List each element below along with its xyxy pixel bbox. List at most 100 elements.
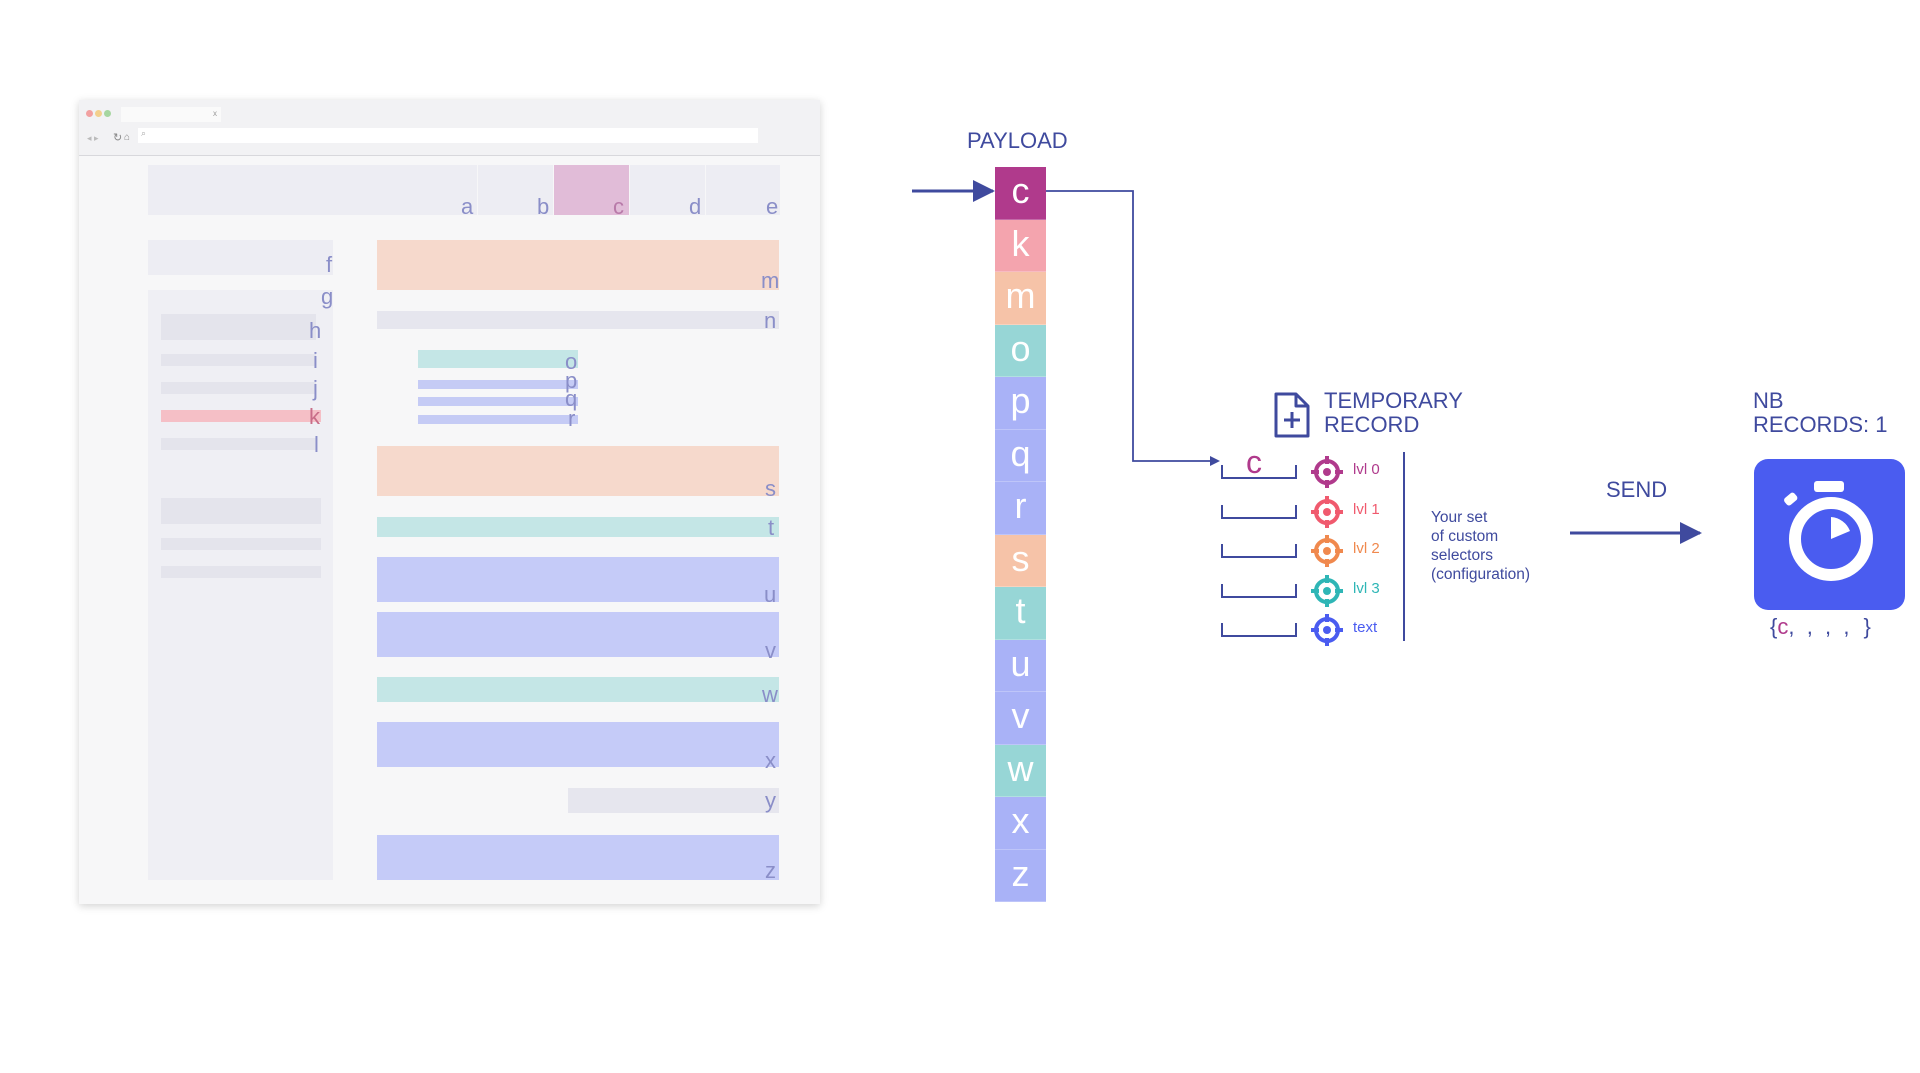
records-title: NB RECORDS: 1: [1753, 388, 1888, 438]
records-close-brace: }: [1863, 614, 1871, 639]
send-label: SEND: [1606, 477, 1668, 502]
sidebar-item-l: [161, 438, 316, 450]
letter-l: l: [314, 432, 319, 457]
sidebar-item-i: [161, 354, 316, 366]
config-note-line2: of custom: [1431, 528, 1499, 545]
sidebar-item-h: [161, 314, 316, 340]
record-slot-0: [1221, 465, 1297, 479]
record-slot-1: [1221, 504, 1297, 519]
payload-cell-o: o: [995, 324, 1046, 377]
new-file-icon: [1274, 392, 1310, 438]
minimize-window-dot[interactable]: [95, 110, 102, 117]
content-block-u: [377, 557, 779, 602]
crosshair-icon: [1311, 535, 1343, 567]
letter-g: g: [321, 284, 334, 309]
header-b-block: [478, 165, 553, 215]
letter-w: w: [762, 682, 778, 707]
home-icon[interactable]: ⌂: [124, 132, 131, 143]
letter-a: a: [461, 194, 474, 219]
header-d-block: [630, 165, 705, 215]
record-slot-4: [1221, 623, 1297, 637]
content-block-z: [377, 835, 779, 880]
maximize-window-dot[interactable]: [104, 110, 111, 117]
content-block-o: [418, 350, 578, 368]
stopwatch-icon: [1784, 481, 1873, 581]
header-bar: [148, 165, 477, 215]
content-block-y: [568, 788, 779, 813]
config-note: Your set of custom selectors (configurat…: [1431, 508, 1530, 584]
letter-i: i: [313, 348, 318, 373]
browser-tab[interactable]: x: [121, 107, 221, 122]
address-bar[interactable]: ⌕: [138, 128, 758, 143]
content-block-n: [377, 311, 779, 329]
payload-cell-q: q: [995, 429, 1046, 482]
letter-j: j: [313, 376, 318, 401]
crosshair-icon: [1311, 574, 1343, 607]
letter-p: p: [565, 368, 578, 393]
sidebar-item-k: [161, 410, 321, 422]
level-label-2: lvl 2: [1353, 540, 1380, 557]
payload-cell-v: v: [995, 692, 1046, 745]
sidebar-item-j: [161, 382, 316, 394]
sidebar-block-3: [161, 566, 321, 578]
slot-0-value: c: [1246, 444, 1262, 480]
letter-f: f: [326, 252, 333, 277]
records-open-brace: {: [1770, 614, 1778, 639]
reload-icon[interactable]: ↻: [113, 132, 123, 144]
browser-window: x ◂ ▸ ↻ ⌂ ⌕ a b c d e f g h i j k l m: [79, 100, 820, 904]
config-note-line3: selectors: [1431, 547, 1494, 564]
letter-v: v: [765, 638, 776, 663]
record-slot-2: [1221, 544, 1297, 558]
payload-cell-r: r: [995, 482, 1046, 535]
payload-cell-t: t: [995, 587, 1046, 640]
records-output: {c, , , ,}: [1770, 614, 1871, 640]
temporary-record-title: TEMPORARY RECORD: [1324, 388, 1463, 438]
letter-z: z: [765, 858, 776, 883]
letter-b: b: [537, 194, 550, 219]
temporary-record-title-line2: RECORD: [1324, 412, 1420, 438]
letter-k: k: [309, 404, 320, 429]
temporary-record-title-line1: TEMPORARY: [1324, 388, 1463, 413]
payload-cell-s: s: [995, 534, 1046, 587]
content-block-w: [377, 677, 779, 702]
browser-chrome: x ◂ ▸ ↻ ⌂ ⌕: [79, 100, 820, 156]
record-slot-3: [1221, 583, 1297, 598]
records-title-line2: RECORDS: 1: [1753, 412, 1888, 438]
content-block-r: [418, 415, 578, 424]
close-window-dot[interactable]: [86, 110, 93, 117]
letter-c: c: [613, 194, 624, 219]
payload-cell-w: w: [995, 744, 1046, 797]
content-block-q: [418, 397, 578, 406]
letter-y: y: [765, 788, 776, 813]
nav-arrows-icon[interactable]: ◂ ▸: [87, 133, 99, 143]
letter-n: n: [764, 308, 777, 333]
tab-close-icon[interactable]: x: [213, 109, 217, 118]
content-block-s: [377, 446, 779, 496]
level-label-1: lvl 1: [1353, 500, 1380, 518]
crosshair-icon: [1311, 614, 1343, 646]
payload-cell-c: c: [995, 167, 1046, 220]
content-block-v: [377, 612, 779, 657]
config-note-line4: (configuration): [1431, 566, 1531, 583]
header-e-block: [706, 165, 780, 215]
letter-m: m: [761, 268, 780, 293]
content-block-x: [377, 722, 779, 767]
letter-o: o: [565, 349, 578, 374]
payload-cell-u: u: [995, 639, 1046, 692]
letter-r: r: [568, 406, 576, 431]
sidebar-block-1: [161, 498, 321, 524]
sidebar-top-block: [148, 240, 333, 275]
letter-e: e: [766, 194, 779, 219]
content-block-t: [377, 517, 779, 537]
records-first-value: c: [1777, 614, 1789, 639]
letter-s: s: [765, 476, 776, 501]
sidebar-block-2: [161, 538, 321, 550]
records-app-icon[interactable]: [1754, 459, 1905, 610]
payload-title: PAYLOAD: [967, 128, 1068, 153]
records-title-line1: NB: [1753, 388, 1784, 413]
payload-cell-z: z: [995, 849, 1046, 902]
content-block-m: [377, 240, 779, 290]
content-block-p: [418, 380, 578, 389]
payload-to-record-connector: [1046, 190, 1220, 466]
